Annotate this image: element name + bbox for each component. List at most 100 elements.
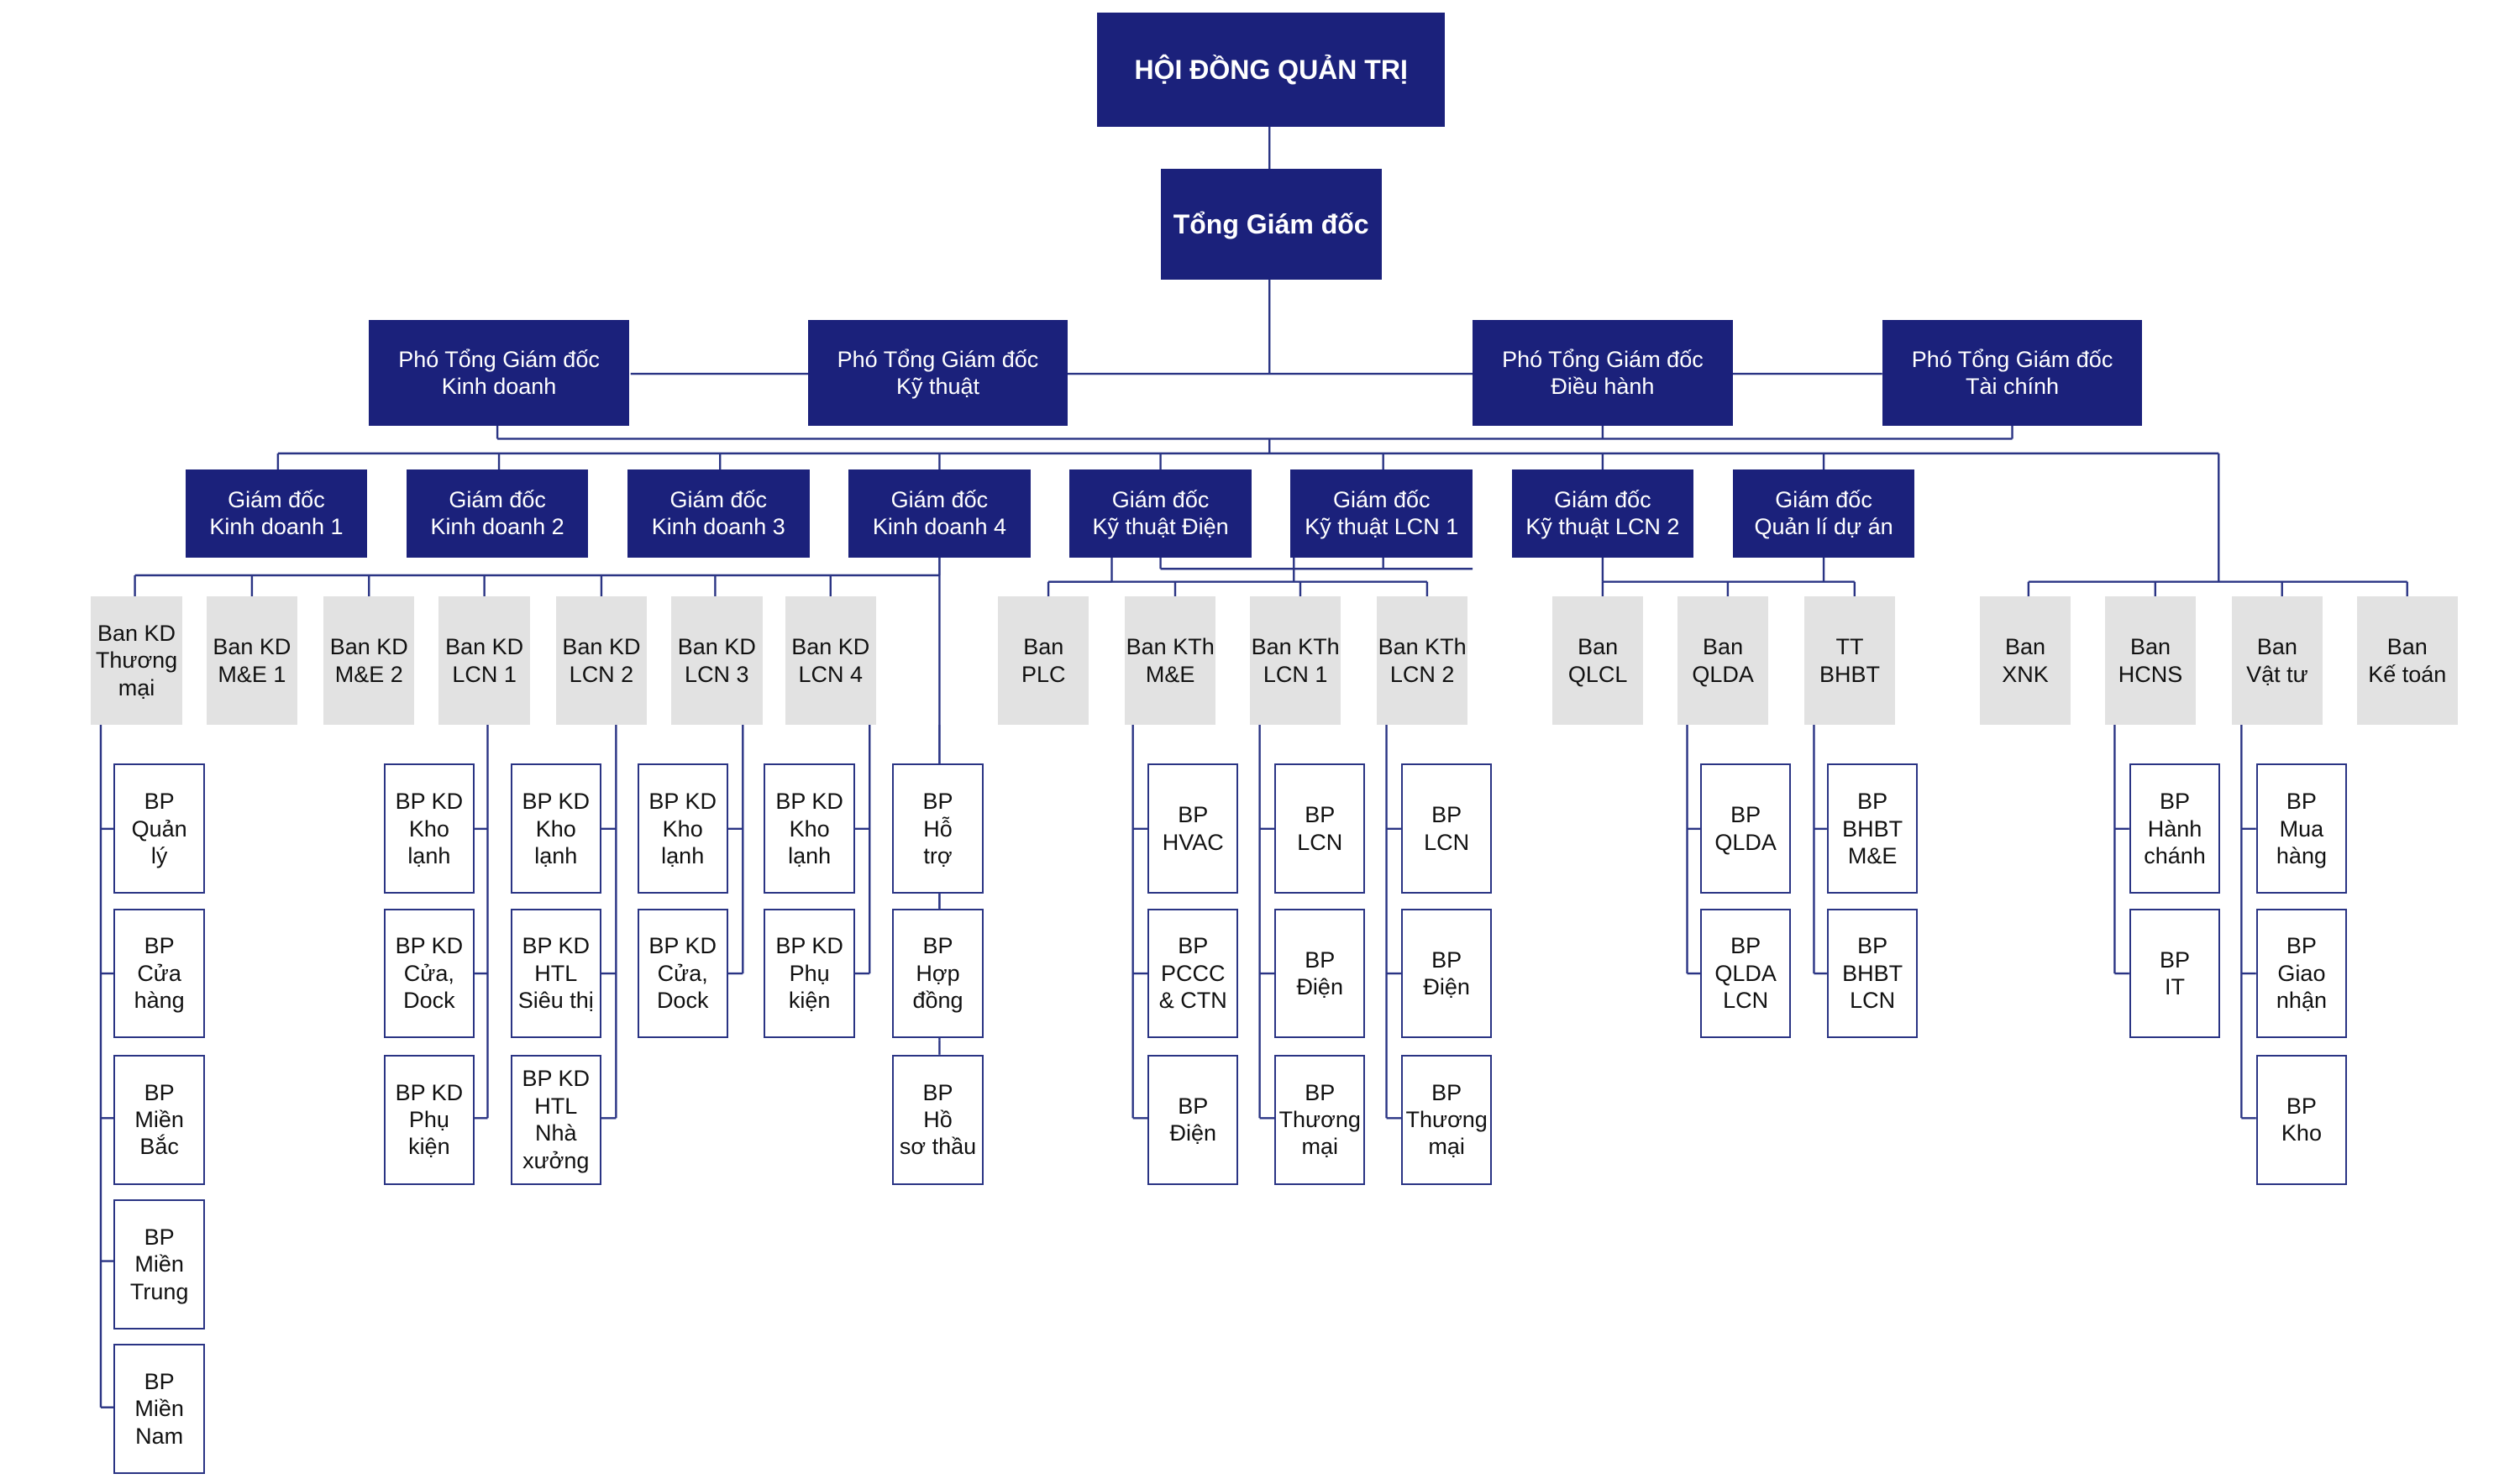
ceo-box: Tổng Giám đốc (1160, 169, 1382, 280)
board-of-directors-label: HỘI ĐỒNG QUẢN TRỊ (1134, 54, 1408, 85)
board-of-directors: HỘI ĐỒNG QUẢN TRỊ (1097, 13, 1446, 127)
